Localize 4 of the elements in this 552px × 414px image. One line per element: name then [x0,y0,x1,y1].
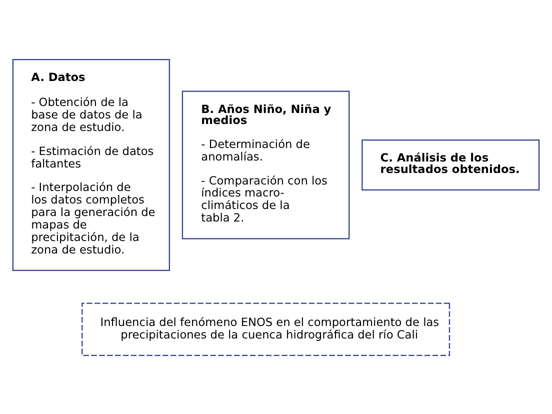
node-box: B. Años Niño, Niña y medios - Determinación de anomalías. - Comparación con los índices macro-climáticos de la tabla 2. [182,90,350,239]
node-box: C. Análisis de los resultados obtenidos. [362,138,540,190]
node-box: A. Datos - Obtención de la base de datos de la zona de estudio. - Estimación de datos faltantes - Interpolación de los datos completos para la generación de mapas de precipitación, de la zona de estudio. [12,58,170,270]
node-box: Influencia del fenómeno ENOS en el comportamiento de las precipitaciones de la cuenca hidrográfica del río Cali [82,302,450,356]
